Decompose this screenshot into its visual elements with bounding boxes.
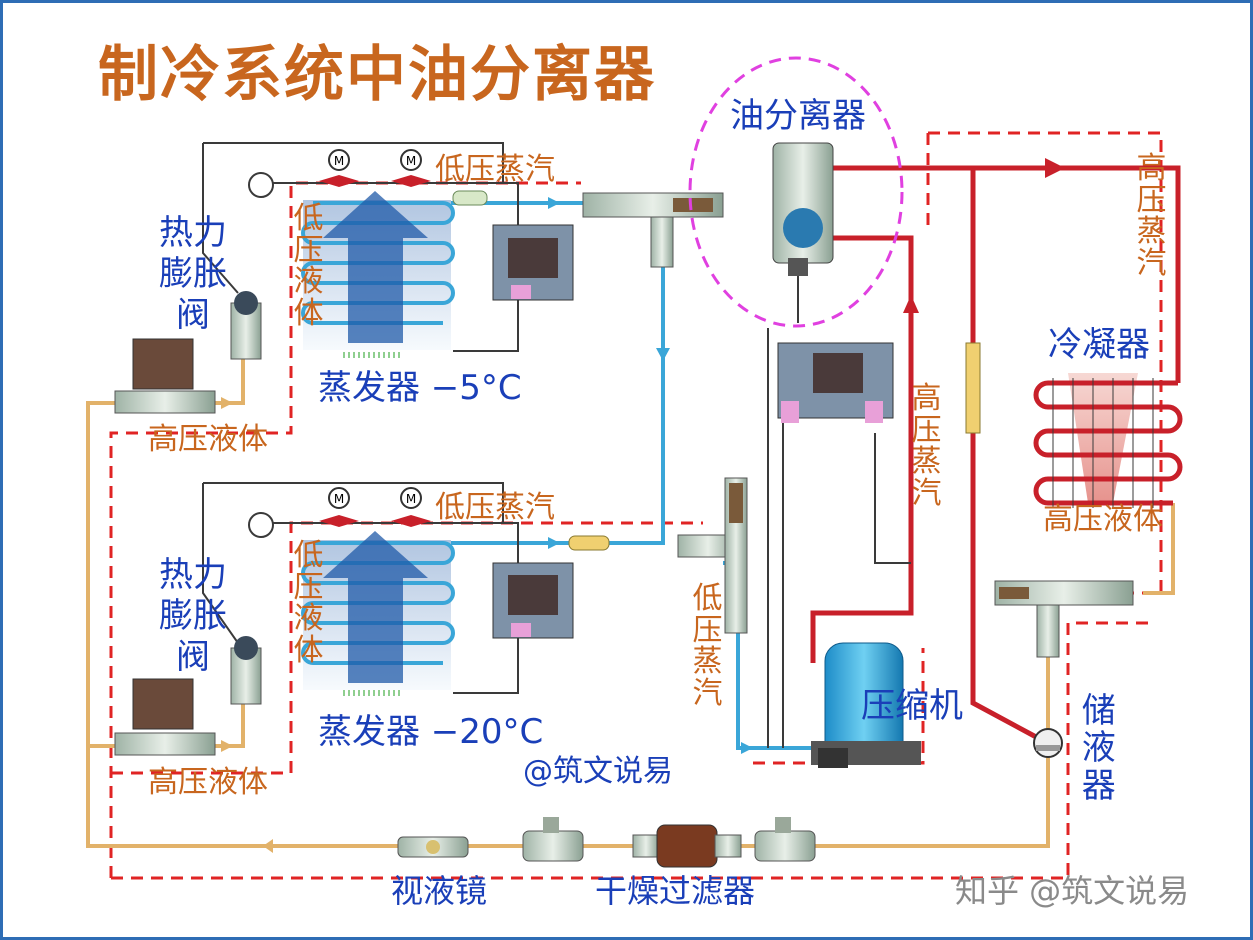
expansion-valve-icon bbox=[230, 636, 262, 705]
svg-text:M: M bbox=[406, 154, 416, 168]
high-pressure-vapor-label: 高压蒸汽 bbox=[1136, 151, 1167, 281]
fan-motor-icon: M bbox=[319, 149, 359, 187]
high-pressure-liquid-label: 高压液体 bbox=[1043, 502, 1163, 537]
evaporator-pressure-valve-icon bbox=[582, 192, 724, 268]
fan-motor-icon: M bbox=[391, 487, 431, 527]
pressure-switch-icon bbox=[492, 224, 574, 301]
arrow-right-icon bbox=[741, 742, 753, 754]
compressor-label: 压缩机 bbox=[861, 686, 963, 726]
arrow-right-icon bbox=[221, 740, 233, 752]
fan-motor-icon: M bbox=[319, 487, 359, 527]
fan-motor-icon: M bbox=[391, 149, 431, 187]
check-valve-icon bbox=[994, 580, 1134, 658]
sight-glass-icon bbox=[452, 190, 488, 206]
arrow-right-icon bbox=[548, 197, 560, 209]
receiver-icon bbox=[1033, 728, 1063, 758]
evaporator-2 bbox=[301, 531, 610, 696]
low-pressure-vapor-label: 低压蒸汽 bbox=[692, 581, 723, 711]
author-credit: @筑文说易 bbox=[523, 754, 673, 789]
sight-glass-icon bbox=[965, 342, 981, 434]
evaporator-label: 蒸发器 −20°C bbox=[318, 712, 544, 752]
filter-drier-label: 干燥过滤器 bbox=[595, 872, 756, 910]
low-pressure-liquid-label: 低压液体 bbox=[293, 201, 324, 331]
thermal-expansion-valve-label: 热力膨胀阀 bbox=[159, 555, 227, 677]
evaporator-pressure-valve-icon bbox=[677, 477, 748, 634]
refrigeration-diagram: M M M M bbox=[86, 56, 1183, 880]
low-pressure-liquid-label: 低压液体 bbox=[293, 538, 324, 668]
thermal-expansion-valve-label: 热力膨胀阀 bbox=[159, 213, 227, 335]
capillary-coil-icon bbox=[248, 172, 274, 198]
high-pressure-liquid-label: 高压液体 bbox=[148, 422, 268, 457]
arrow-up-icon bbox=[903, 295, 919, 313]
sight-glass-icon bbox=[397, 836, 469, 858]
page-title: 制冷系统中油分离器 bbox=[98, 40, 656, 110]
svg-text:M: M bbox=[334, 154, 344, 168]
watermark: 知乎 @筑文说易 bbox=[955, 872, 1190, 910]
sight-glass-icon bbox=[568, 535, 610, 551]
expansion-valve-icon bbox=[230, 291, 262, 360]
arrow-right-icon bbox=[548, 537, 560, 549]
condenser-coil-icon bbox=[1033, 373, 1183, 508]
evaporator-1 bbox=[301, 190, 488, 358]
arrow-right-icon bbox=[221, 397, 233, 409]
low-pressure-vapor-label: 低压蒸汽 bbox=[435, 152, 555, 187]
low-pressure-vapor-label: 低压蒸汽 bbox=[435, 490, 555, 525]
pressure-switch-icon bbox=[492, 562, 574, 639]
ball-valve-icon bbox=[522, 817, 584, 862]
pressure-switch-icon bbox=[777, 342, 894, 423]
compressor-icon bbox=[811, 642, 921, 768]
oil-separator-icon bbox=[772, 142, 834, 276]
capillary-coil-icon bbox=[248, 512, 274, 538]
high-pressure-liquid-label: 高压液体 bbox=[148, 765, 268, 800]
arrow-left-icon bbox=[263, 839, 273, 853]
svg-text:M: M bbox=[406, 492, 416, 506]
condenser-label: 冷凝器 bbox=[1048, 325, 1150, 365]
high-pressure-vapor-label: 高压蒸汽 bbox=[911, 381, 942, 511]
evaporator-label: 蒸发器 −5°C bbox=[318, 368, 522, 408]
sight-glass-label: 视液镜 bbox=[391, 872, 488, 910]
oil-separator-highlight bbox=[688, 56, 904, 328]
receiver-label: 储液器 bbox=[1081, 691, 1116, 806]
solenoid-valve-icon bbox=[114, 678, 216, 756]
arrow-down-icon bbox=[656, 348, 670, 361]
oil-separator-label: 油分离器 bbox=[730, 96, 866, 136]
ball-valve-icon bbox=[754, 817, 816, 862]
filter-drier-icon bbox=[632, 824, 742, 868]
svg-text:M: M bbox=[334, 492, 344, 506]
arrow-right-icon bbox=[1045, 158, 1065, 178]
solenoid-valve-icon bbox=[114, 338, 216, 414]
